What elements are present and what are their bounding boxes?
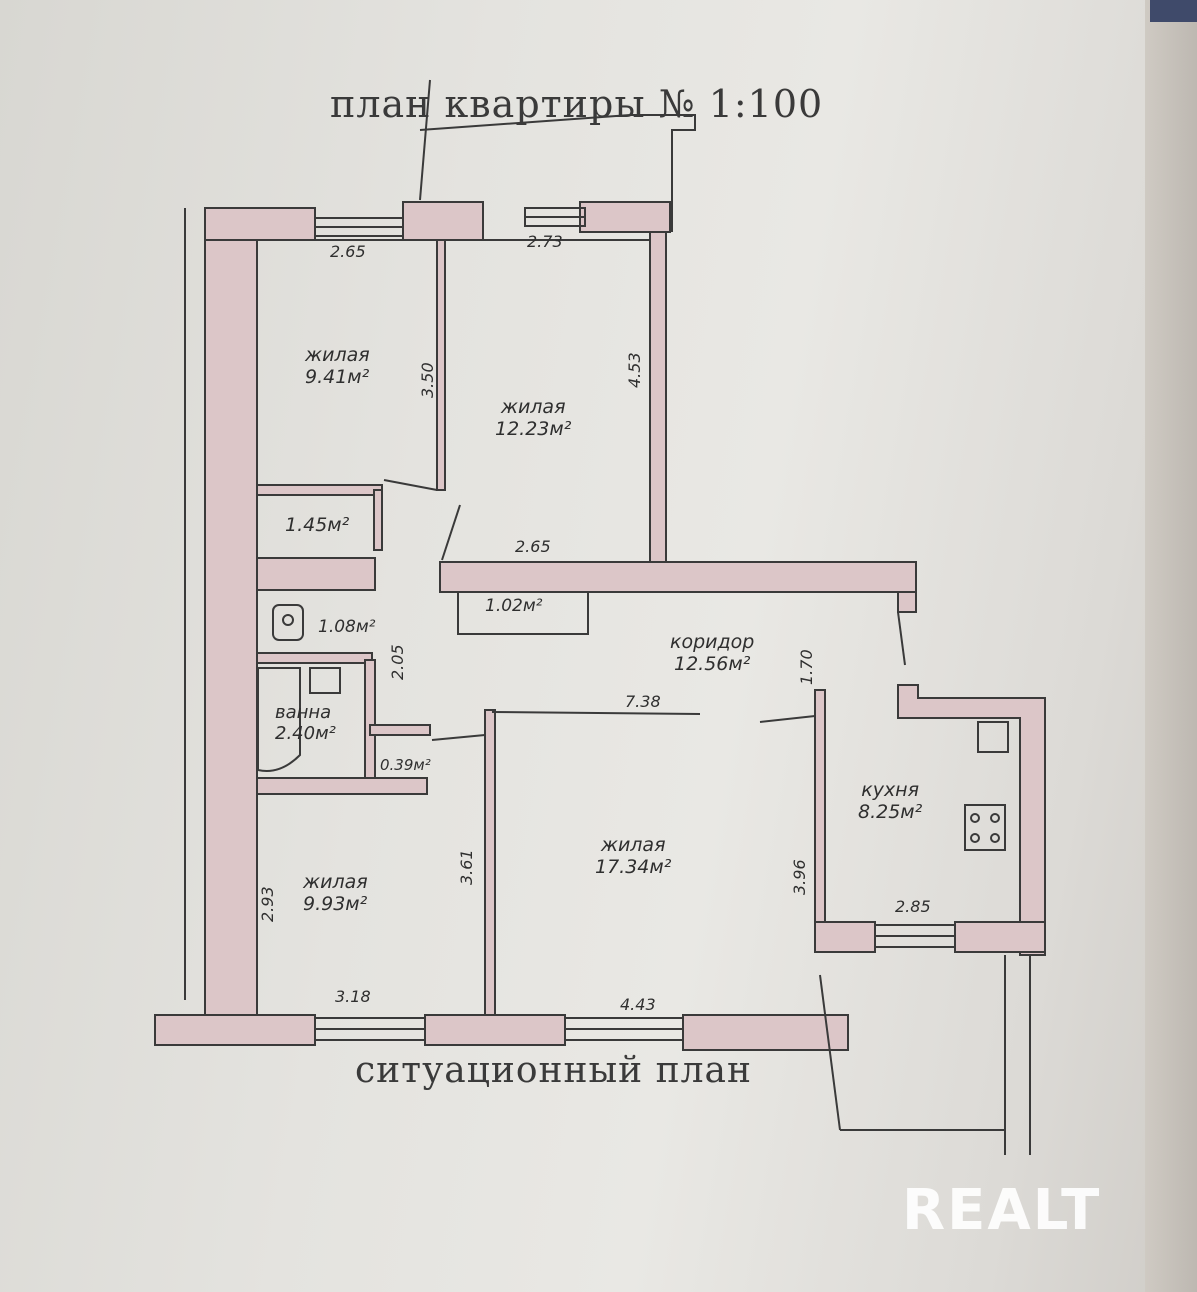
dim-bedroom-2-wall: 2.65: [515, 537, 551, 556]
room-kitchen: кухня 8.25м²: [858, 779, 923, 824]
wall-bottom-left: [154, 1014, 316, 1046]
wall-partition-1: [436, 239, 446, 491]
dim-wc-depth: 2.05: [388, 644, 407, 680]
kitchen-sink-icon: [977, 721, 1009, 753]
site-plan-label: ситуационный план: [355, 1050, 752, 1091]
room-name: кухня: [861, 779, 920, 801]
room-bedroom-1: жилая 9.41м²: [305, 344, 370, 389]
balcony-wall: [630, 114, 696, 232]
room-bathroom: ванна 2.40м²: [275, 702, 336, 744]
room-storage-2: 0.39м²: [380, 756, 431, 774]
wall-bottom-right: [682, 1014, 849, 1051]
wall-bedroom2-bottom: [439, 561, 917, 593]
room-name: ванна: [275, 702, 332, 723]
room-name: жилая: [305, 344, 370, 366]
dim-living-wall: 7.38: [625, 692, 661, 711]
room-wc: 1.08м²: [318, 617, 376, 638]
dim-corridor-depth: 1.70: [797, 649, 816, 685]
room-name: жилая: [600, 834, 666, 856]
room-name: коридор: [670, 631, 755, 653]
wall-left: [204, 207, 258, 1039]
wall-storage-bottom: [256, 557, 376, 591]
room-living: жилая 17.34м²: [595, 834, 672, 879]
wall-wc-bottom: [256, 652, 373, 664]
dim-window-1: 2.65: [330, 242, 366, 261]
wall-top-mid: [402, 201, 484, 241]
dim-living-depth: 3.61: [457, 849, 476, 885]
bathtub-icon: [257, 667, 301, 772]
room-area: 9.41м²: [305, 365, 370, 388]
room-name: жилая: [500, 396, 566, 418]
room-area: 1.02м²: [485, 596, 543, 616]
wall-right-bedroom: [649, 231, 667, 563]
dim-bedroom-3-width: 3.18: [335, 987, 371, 1006]
room-area: 9.93м²: [303, 892, 368, 915]
room-bedroom-3: жилая 9.93м²: [303, 871, 368, 916]
dim-window-2: 2.73: [527, 232, 563, 251]
page-edge: [1145, 0, 1197, 1292]
dim-kitchen-depth: 3.96: [790, 859, 809, 895]
room-area: 0.39м²: [380, 756, 431, 774]
wall-storage-top: [256, 484, 383, 496]
room-area: 12.23м²: [495, 417, 572, 440]
room-closet: 1.02м²: [485, 596, 543, 617]
room-area: 1.08м²: [318, 617, 376, 637]
wall-living-left: [484, 709, 496, 1017]
room-area: 1.45м²: [285, 514, 350, 536]
room-area: 17.34м²: [595, 855, 672, 878]
wall-bath-bottom: [256, 777, 428, 795]
dim-bedroom-2-depth: 4.53: [625, 352, 644, 388]
room-bedroom-2: жилая 12.23м²: [495, 396, 572, 441]
background-corner: [1150, 0, 1197, 22]
wall-kitchen-bottom-r: [954, 921, 1046, 953]
wall-top-left: [204, 207, 316, 241]
room-storage-1: 1.45м²: [285, 514, 350, 537]
plan-title: план квартиры № 1:100: [330, 82, 824, 126]
sink-icon: [309, 667, 341, 694]
dim-bedroom-1-depth: 3.50: [418, 362, 437, 398]
wall-kitchen-left: [814, 689, 826, 923]
wall-storage-side: [373, 489, 383, 551]
stove-icon: [964, 804, 1006, 851]
realt-watermark-logo: REALT: [902, 1178, 1102, 1243]
wall-top-right: [579, 201, 671, 233]
room-area: 12.56м²: [674, 652, 751, 675]
wall-bath-side: [364, 659, 376, 781]
wall-storage2: [369, 724, 431, 736]
room-area: 2.40м²: [275, 722, 336, 744]
dim-kitchen-width: 2.85: [895, 897, 931, 916]
room-area: 8.25м²: [858, 800, 923, 823]
room-corridor: коридор 12.56м²: [670, 631, 755, 676]
wall-bottom-mid: [424, 1014, 566, 1046]
toilet-icon: [272, 604, 304, 641]
wall-corridor-end: [897, 591, 917, 613]
dim-bedroom-3-depth: 2.93: [258, 886, 277, 922]
closet-box: [457, 591, 589, 635]
dim-living-width: 4.43: [620, 995, 656, 1014]
room-name: жилая: [303, 871, 368, 893]
wall-kitchen-bottom: [814, 921, 876, 953]
